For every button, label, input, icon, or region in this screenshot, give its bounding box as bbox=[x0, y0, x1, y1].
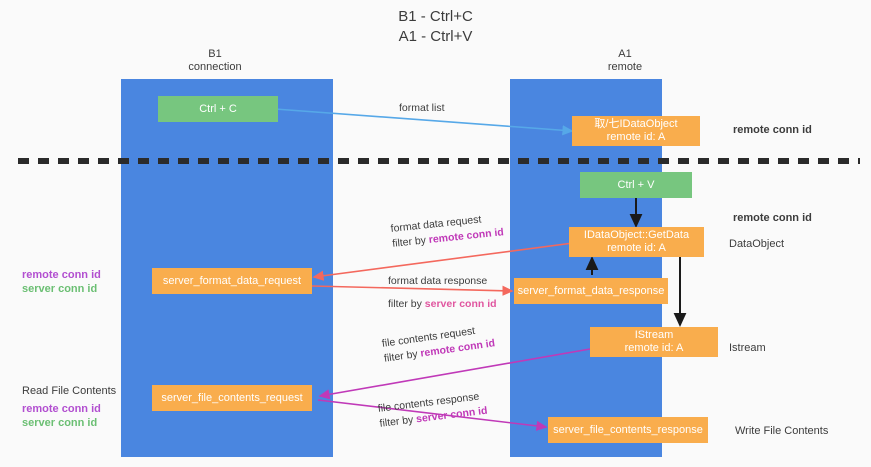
filter-prefix-3: filter by bbox=[383, 347, 422, 365]
box-getdata-line2: remote id: A bbox=[607, 242, 666, 254]
box-ctrl-v[interactable]: Ctrl + V bbox=[580, 172, 692, 198]
edge-label-format-list: format list bbox=[399, 102, 445, 114]
lane-a1-sub: remote bbox=[607, 61, 643, 73]
lane-header-a1: A1 remote bbox=[565, 48, 685, 74]
note-remote-conn-id-left-mid: remote conn id bbox=[22, 269, 101, 281]
note-istream: Istream bbox=[729, 342, 766, 354]
edge-label-format-data-response: format data response filter by server co… bbox=[388, 274, 497, 312]
lane-b1-name: B1 bbox=[208, 48, 222, 60]
box-server-file-contents-response[interactable]: server_file_contents_response bbox=[548, 417, 708, 443]
box-server-file-contents-response-label: server_file_contents_response bbox=[553, 423, 703, 436]
note-left-conn-ids-bottom: remote conn id server conn id bbox=[22, 402, 101, 430]
note-dataobject: DataObject bbox=[729, 238, 785, 250]
box-ctrl-c-label: Ctrl + C bbox=[199, 102, 237, 115]
box-istream[interactable]: IStream remote id: A bbox=[590, 327, 718, 357]
box-getdata-line1: IDataObject::GetData bbox=[583, 229, 690, 241]
box-istream-line1: IStream bbox=[634, 329, 674, 341]
box-istream-line2: remote id: A bbox=[624, 342, 684, 354]
note-left-conn-ids-mid: remote conn id server conn id bbox=[22, 268, 101, 296]
page-title: B1 - Ctrl+C A1 - Ctrl+V bbox=[0, 7, 871, 47]
title-line-2: A1 - Ctrl+V bbox=[398, 28, 473, 45]
lane-header-b1: B1 connection bbox=[155, 48, 275, 74]
box-server-format-data-request-label: server_format_data_request bbox=[162, 274, 302, 287]
note-server-conn-id-left-bottom: server conn id bbox=[22, 417, 98, 429]
note-read-file-contents: Read File Contents bbox=[22, 385, 117, 397]
edge-label-file-contents-request: file contents request filter by remote c… bbox=[381, 321, 496, 366]
edge-label-file-contents-response: file contents response filter by server … bbox=[377, 389, 488, 432]
edge-label-format-data-request: format data request filter by remote con… bbox=[390, 210, 505, 252]
box-idataobject-getdata[interactable]: IDataObject::GetData remote id: A bbox=[569, 227, 704, 257]
lane-a1-name: A1 bbox=[618, 48, 632, 60]
title-line-1: B1 - Ctrl+C bbox=[398, 8, 473, 25]
box-idataobject-top-line2: remote id: A bbox=[606, 131, 666, 143]
box-idataobject-top[interactable]: 取/七IDataObject remote id: A bbox=[572, 116, 700, 146]
filter-prefix-4: filter by bbox=[378, 413, 417, 430]
note-remote-conn-id-top: remote conn id bbox=[733, 124, 812, 136]
box-server-format-data-response-label: server_format_data_response bbox=[517, 284, 665, 297]
box-ctrl-c[interactable]: Ctrl + C bbox=[158, 96, 278, 122]
box-ctrl-v-label: Ctrl + V bbox=[617, 178, 655, 191]
note-remote-conn-id-left-bottom: remote conn id bbox=[22, 403, 101, 415]
note-remote-conn-id-mid: remote conn id bbox=[733, 212, 812, 224]
lane-b1-sub: connection bbox=[188, 61, 242, 73]
note-write-file-contents: Write File Contents bbox=[735, 425, 829, 437]
box-server-file-contents-request[interactable]: server_file_contents_request bbox=[152, 385, 312, 411]
filter-key-server-conn-id: server conn id bbox=[424, 298, 497, 310]
note-server-conn-id-left-mid: server conn id bbox=[22, 283, 98, 295]
filter-prefix-2: filter by bbox=[388, 298, 425, 310]
filter-prefix: filter by bbox=[391, 234, 430, 250]
edge-label-format-data-response-text: format data response bbox=[388, 275, 488, 287]
box-server-format-data-request[interactable]: server_format_data_request bbox=[152, 268, 312, 294]
edge-label-format-data-response-filter: filter by server conn id bbox=[388, 297, 497, 312]
box-server-format-data-response[interactable]: server_format_data_response bbox=[514, 278, 668, 304]
box-server-file-contents-request-label: server_file_contents_request bbox=[161, 391, 303, 404]
box-idataobject-top-line1: 取/七IDataObject bbox=[594, 118, 678, 130]
